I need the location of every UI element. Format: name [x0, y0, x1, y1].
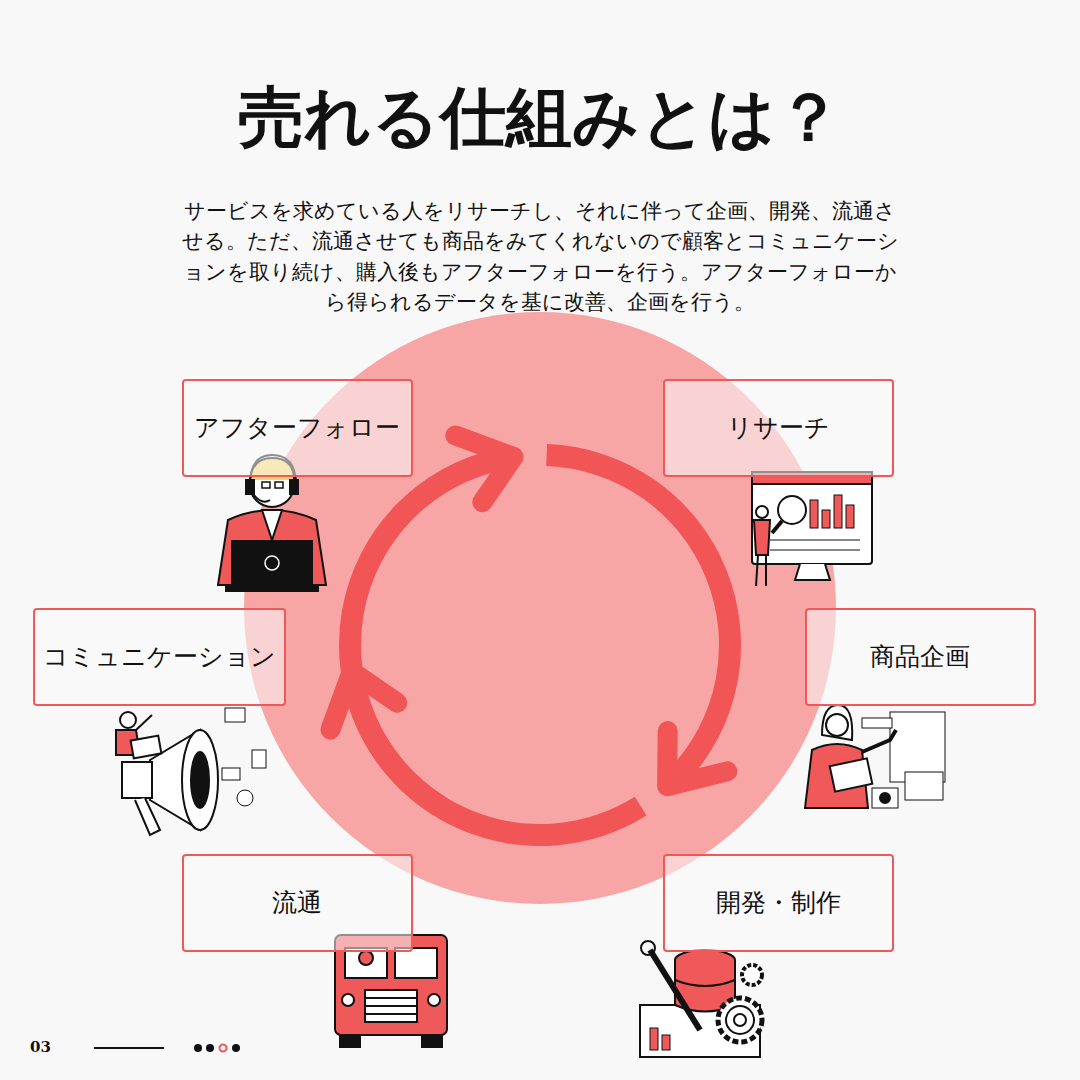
development-figure [640, 941, 762, 1057]
process-box: アフターフォロー [182, 379, 413, 477]
planning-figure [805, 705, 945, 808]
process-box: 商品企画 [805, 608, 1036, 706]
box-label: コミュニケーション [43, 642, 276, 672]
megaphone-figure [116, 708, 266, 835]
process-box: リサーチ [663, 379, 894, 477]
process-box: 開発・制作 [663, 854, 894, 952]
process-box: 流通 [182, 854, 413, 952]
cycle-arc [546, 444, 741, 785]
arrow-head [667, 731, 727, 786]
box-label: 開発・制作 [716, 888, 841, 918]
description: サービスを求めている人をリサーチし、それに伴って企画、開発、流通させる。ただ、流… [180, 196, 900, 318]
page-number: 03 [30, 1038, 51, 1056]
arrow-head [330, 671, 397, 729]
cycle-arrows [330, 435, 741, 846]
box-label: 流通 [272, 888, 322, 918]
title: 売れる仕組みとは？ [0, 78, 1080, 157]
research-monitor [752, 472, 872, 586]
box-label: アフターフォロー [194, 413, 400, 443]
box-label: リサーチ [727, 413, 830, 443]
footer-decoration [94, 1044, 240, 1052]
box-label: 商品企画 [870, 642, 970, 672]
arrow-head [455, 435, 513, 502]
process-box: コミュニケーション [33, 608, 286, 706]
